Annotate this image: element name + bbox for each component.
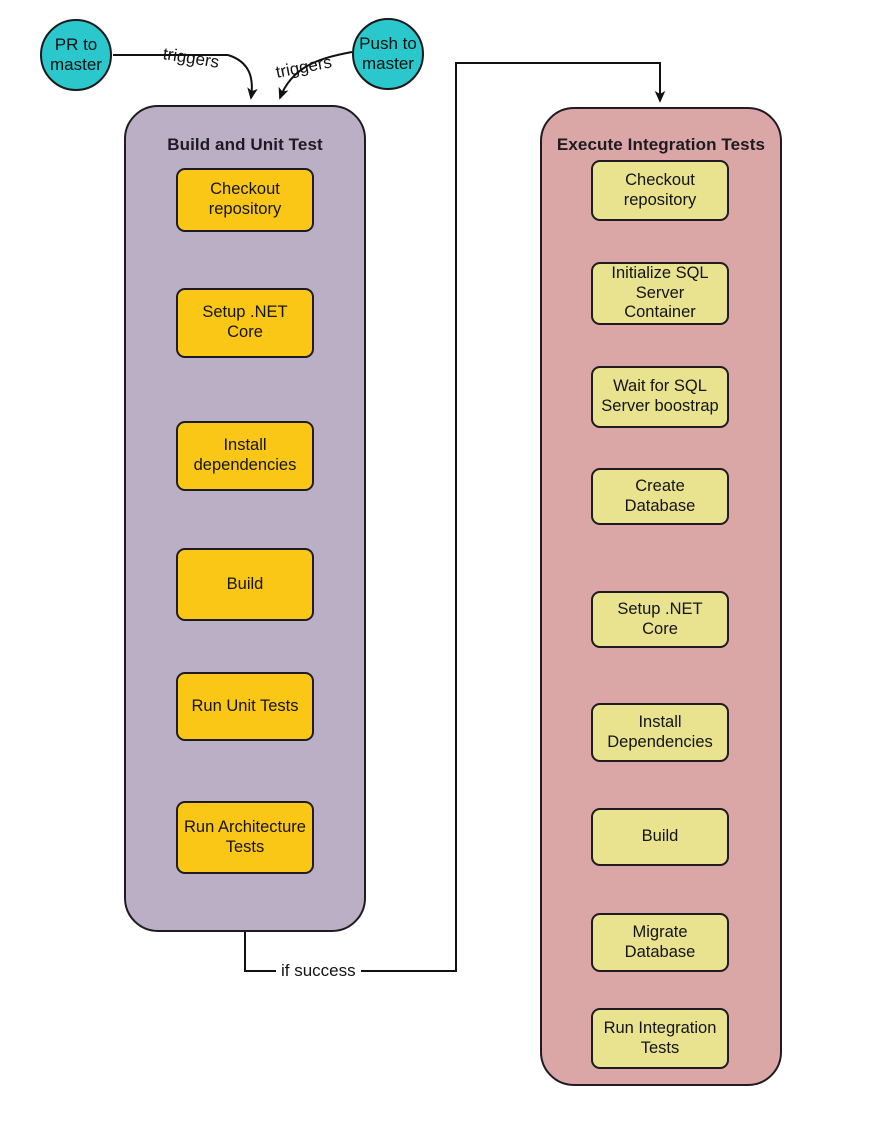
step-line1: Checkout [625, 170, 695, 189]
step-line1: Run Architecture [184, 817, 306, 836]
step-line1: Setup .NET Core [202, 303, 288, 341]
trigger-pr-label: PR to master [50, 35, 102, 74]
step-line2: Dependencies [607, 732, 713, 751]
trigger-node-pr[interactable]: PR to master [40, 19, 112, 91]
step-line1: Migrate Database [624, 922, 696, 961]
edge-label-triggers-right: triggers [274, 52, 334, 82]
trigger-push-label: Push to master [359, 34, 417, 73]
step-line1: Install [223, 436, 267, 455]
step-build-build[interactable]: Build [176, 548, 314, 621]
step-integration-setup-dotnet-core[interactable]: Setup .NET Core [591, 591, 729, 648]
step-label: Initialize SQL Server Container [599, 264, 721, 323]
step-line2: repository [623, 190, 697, 209]
step-line2: dependencies [193, 456, 297, 474]
step-label: Wait for SQL Server boostrap [601, 377, 718, 417]
step-label: Install dependencies [194, 436, 297, 476]
step-line1: Build [641, 827, 679, 846]
step-integration-migrate-database[interactable]: Migrate Database [591, 913, 729, 972]
step-line1: Initialize SQL [611, 263, 709, 282]
step-line2: Tests [640, 1038, 680, 1057]
step-label: Run Architecture Tests [184, 818, 306, 858]
step-line1: Wait for SQL [613, 377, 707, 396]
step-label: Setup .NET Core [184, 303, 306, 343]
step-line1: Run Unit Tests [191, 696, 299, 715]
step-line2: Server Container [624, 283, 696, 322]
step-line1: Build [226, 574, 264, 593]
trigger-push-line2: master [362, 54, 414, 73]
trigger-push-line1: Push to [359, 34, 417, 54]
step-line2: Server boostrap [601, 397, 719, 415]
step-label: Setup .NET Core [599, 600, 721, 640]
step-label: Checkout repository [624, 171, 696, 211]
step-line1: Setup .NET Core [617, 599, 703, 638]
step-label: Install Dependencies [607, 713, 713, 753]
step-build-run-unit-tests[interactable]: Run Unit Tests [176, 672, 314, 741]
step-integration-wait-for-sql-server-bootstrap[interactable]: Wait for SQL Server boostrap [591, 366, 729, 428]
step-build-checkout-repository[interactable]: Checkout repository [176, 168, 314, 232]
step-integration-install-dependencies[interactable]: Install Dependencies [591, 703, 729, 762]
step-label: Checkout repository [209, 180, 281, 220]
step-line2: Tests [225, 837, 265, 856]
trigger-pr-line2: master [50, 55, 102, 74]
group-build-title: Build and Unit Test [167, 135, 323, 154]
step-label: Migrate Database [599, 923, 721, 963]
step-build-install-dependencies[interactable]: Install dependencies [176, 421, 314, 491]
edge-label-triggers-left: triggers [161, 44, 221, 72]
step-integration-create-database[interactable]: Create Database [591, 468, 729, 525]
step-label: Run Unit Tests [192, 697, 299, 717]
edge-pr-to-build-curve [227, 54, 258, 100]
step-integration-build[interactable]: Build [591, 808, 729, 866]
step-build-run-architecture-tests[interactable]: Run Architecture Tests [176, 801, 314, 874]
step-line1: Install [638, 712, 682, 731]
step-line1: Run Integration [603, 1018, 717, 1037]
step-label: Build [227, 575, 264, 595]
group-integration-title: Execute Integration Tests [556, 135, 766, 154]
step-label: Run Integration Tests [604, 1019, 717, 1059]
step-integration-initialize-sql-server-container[interactable]: Initialize SQL Server Container [591, 262, 729, 325]
step-integration-checkout-repository[interactable]: Checkout repository [591, 160, 729, 221]
step-build-setup-dotnet-core[interactable]: Setup .NET Core [176, 288, 314, 358]
step-label: Create Database [599, 477, 721, 517]
step-integration-run-integration-tests[interactable]: Run Integration Tests [591, 1008, 729, 1069]
step-line1: Create Database [624, 476, 696, 515]
edge-label-if-success: if success [276, 961, 361, 981]
step-label: Build [642, 827, 679, 847]
step-line1: Checkout [210, 180, 280, 199]
step-line2: repository [208, 200, 282, 218]
trigger-pr-line1: PR to [54, 35, 98, 55]
trigger-node-push[interactable]: Push to master [352, 18, 424, 90]
